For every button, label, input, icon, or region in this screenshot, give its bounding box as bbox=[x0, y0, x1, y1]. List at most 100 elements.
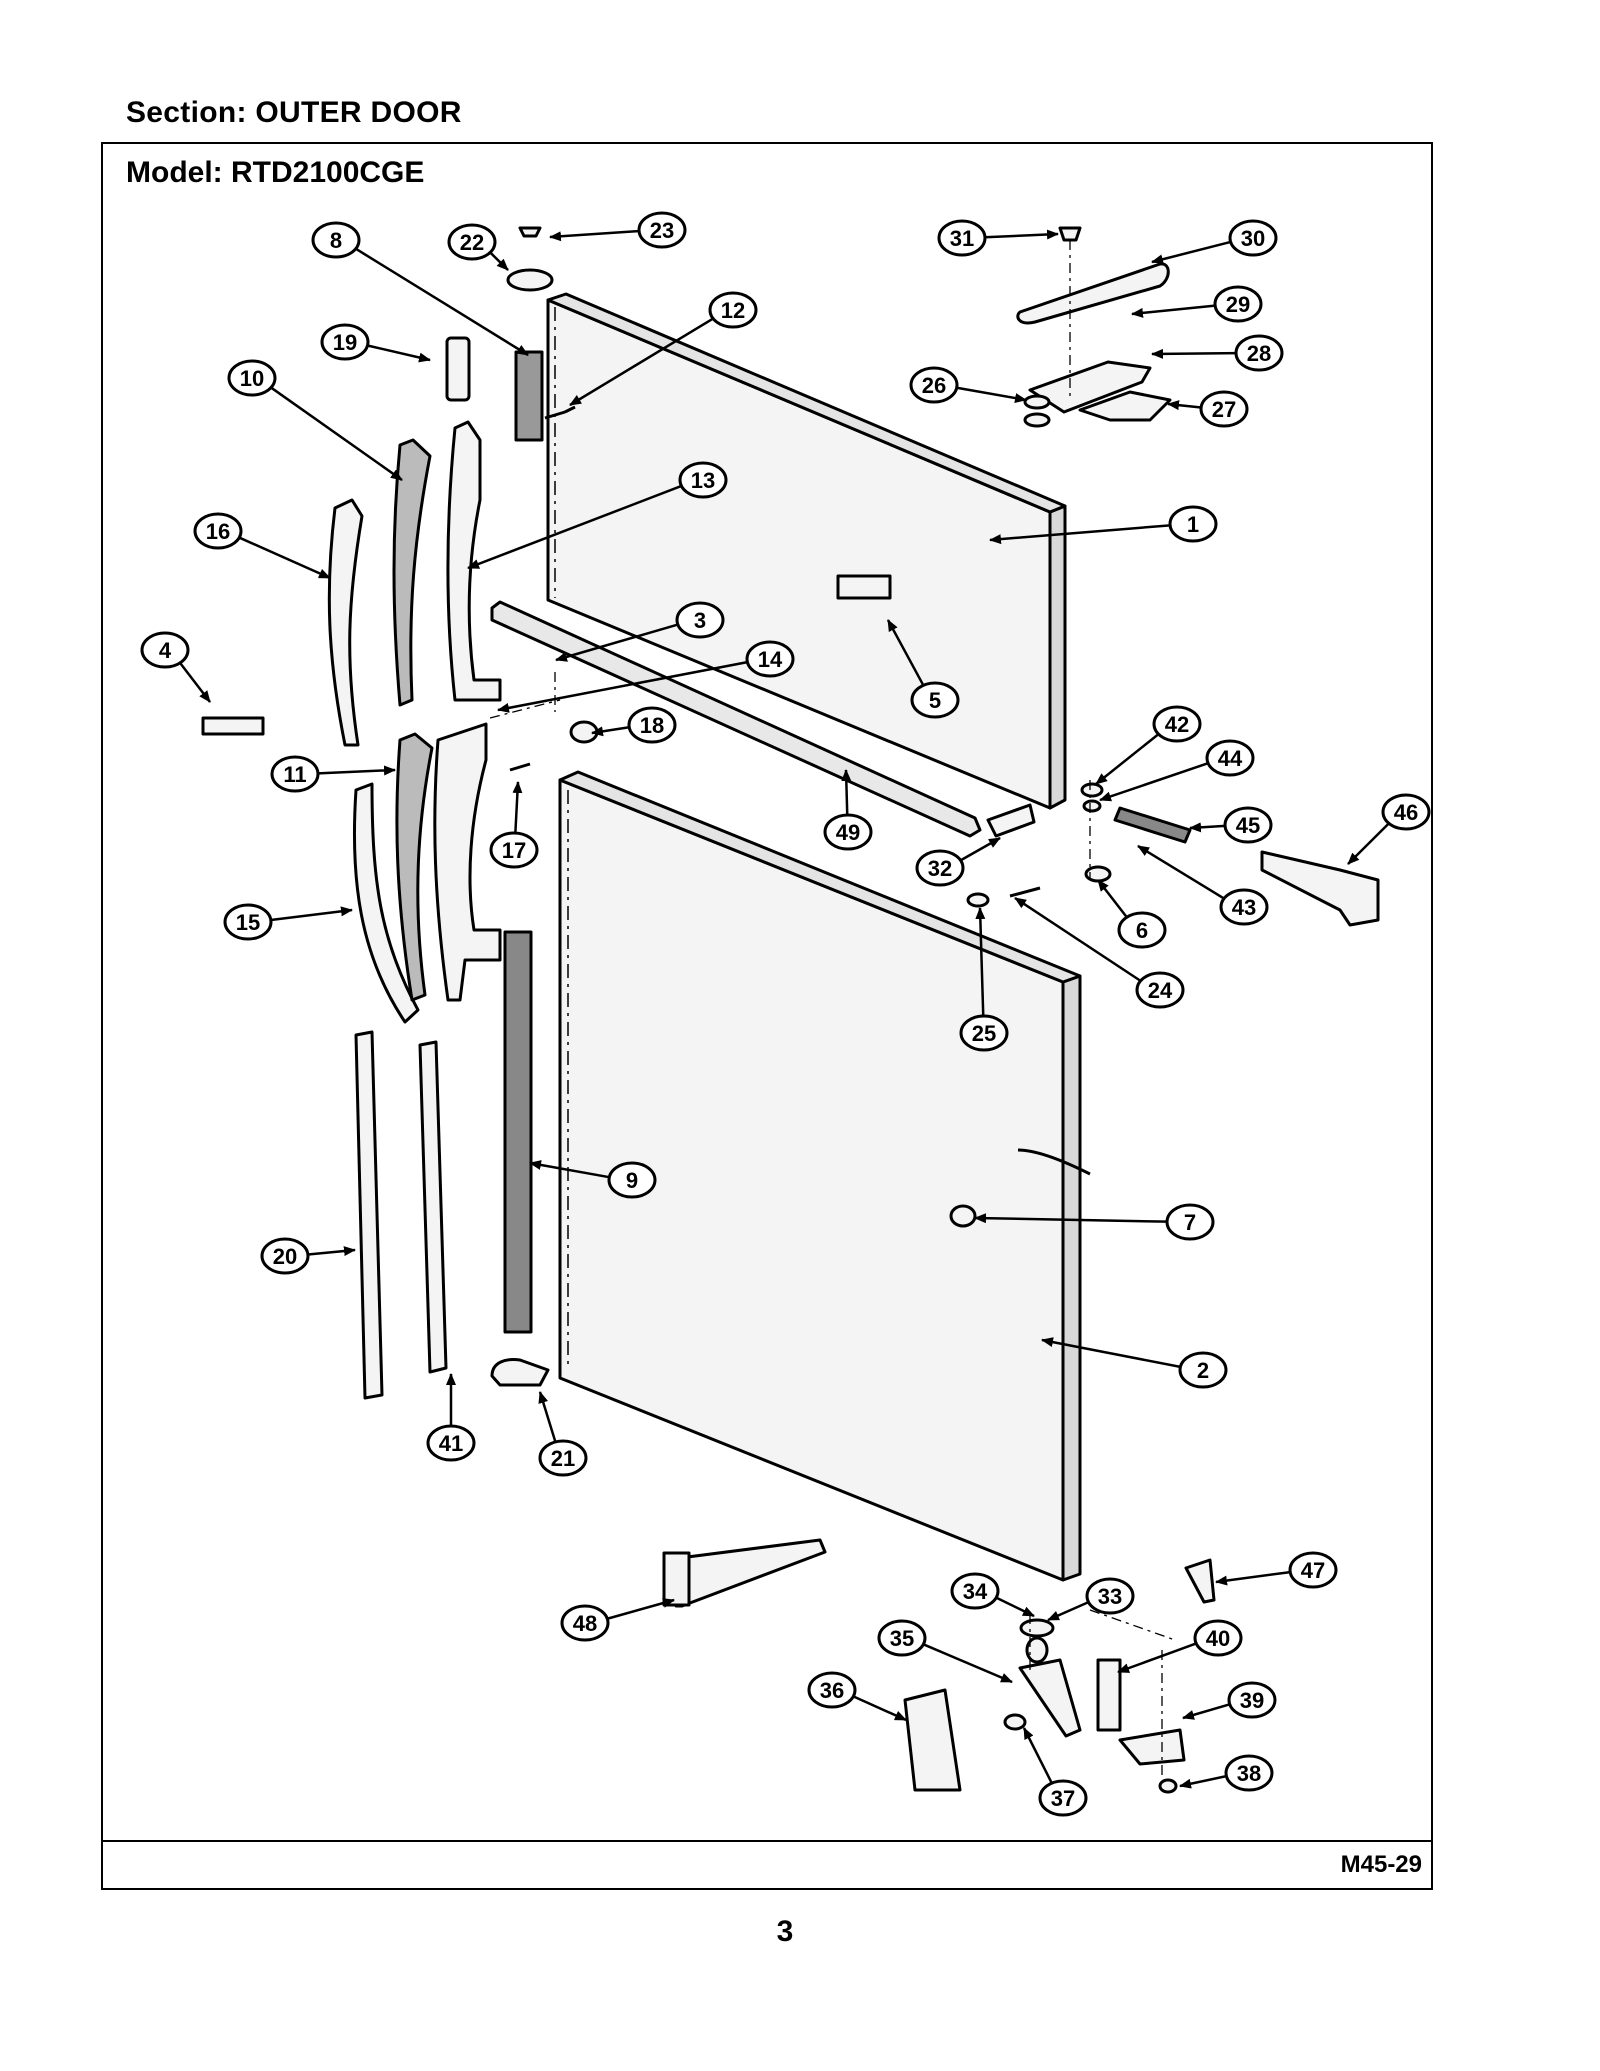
model-title: Model: RTD2100CGE bbox=[126, 156, 425, 189]
callout-leader-21 bbox=[538, 1391, 557, 1443]
callout-label-12: 12 bbox=[721, 298, 745, 323]
callout-bubble-30 bbox=[1228, 219, 1278, 257]
callout-bubble-34 bbox=[950, 1572, 1000, 1610]
callout-label-21: 21 bbox=[551, 1446, 575, 1471]
callout-12: 12 bbox=[569, 291, 758, 407]
callout-label-43: 43 bbox=[1232, 895, 1256, 920]
callout-25: 25 bbox=[959, 907, 1009, 1052]
section-title: Section: OUTER DOOR bbox=[126, 96, 462, 129]
callout-leader-35 bbox=[922, 1643, 1013, 1684]
page-number: 3 bbox=[776, 1915, 794, 1948]
callout-bubble-39 bbox=[1227, 1681, 1277, 1719]
callout-bubble-41 bbox=[426, 1424, 476, 1462]
callout-17: 17 bbox=[489, 781, 539, 869]
callout-bubble-23 bbox=[637, 211, 687, 249]
callout-bubble-12 bbox=[708, 291, 758, 329]
callout-28: 28 bbox=[1151, 334, 1284, 372]
callout-bubble-40 bbox=[1193, 1619, 1243, 1657]
part-upper-door-panel bbox=[546, 292, 1067, 810]
callout-bubble-4 bbox=[140, 631, 190, 669]
callout-label-23: 23 bbox=[650, 218, 674, 243]
part-upper-handle-strip bbox=[327, 498, 364, 747]
callout-leader-7 bbox=[974, 1213, 1168, 1224]
callout-leader-4 bbox=[179, 662, 211, 703]
callout-leader-11 bbox=[317, 765, 396, 776]
callout-11: 11 bbox=[270, 755, 396, 793]
callout-leader-15 bbox=[270, 906, 353, 922]
callout-5: 5 bbox=[886, 619, 960, 719]
callout-31: 31 bbox=[937, 219, 1059, 257]
callout-label-26: 26 bbox=[922, 373, 946, 398]
part-long-strip-20 bbox=[354, 1030, 384, 1400]
callout-bubble-31 bbox=[937, 219, 987, 257]
callout-leader-3 bbox=[555, 623, 679, 662]
callout-bubble-8 bbox=[311, 221, 361, 259]
callout-bubble-38 bbox=[1224, 1754, 1274, 1792]
callout-48: 48 bbox=[560, 1598, 675, 1642]
callout-18: 18 bbox=[591, 706, 677, 744]
callout-bubble-44 bbox=[1205, 739, 1255, 777]
callout-label-31: 31 bbox=[950, 226, 974, 251]
callout-label-14: 14 bbox=[758, 647, 783, 672]
callout-33: 33 bbox=[1047, 1577, 1135, 1622]
callout-label-38: 38 bbox=[1237, 1761, 1261, 1786]
part-upper-hinge-assembly bbox=[1016, 226, 1172, 428]
callout-leader-33 bbox=[1047, 1600, 1090, 1622]
footer-divider bbox=[101, 1840, 1433, 1842]
callout-19: 19 bbox=[320, 323, 431, 363]
callout-leader-36 bbox=[852, 1695, 907, 1722]
callout-leader-49 bbox=[841, 769, 852, 816]
callout-label-19: 19 bbox=[333, 330, 357, 355]
callout-7: 7 bbox=[974, 1203, 1215, 1241]
callout-label-1: 1 bbox=[1187, 512, 1199, 537]
callout-leader-34 bbox=[995, 1596, 1035, 1618]
callout-bubble-45 bbox=[1223, 806, 1273, 844]
callout-label-34: 34 bbox=[963, 1579, 988, 1604]
callout-label-30: 30 bbox=[1241, 226, 1265, 251]
callout-label-16: 16 bbox=[206, 519, 230, 544]
callout-35: 35 bbox=[877, 1619, 1013, 1684]
callout-leader-2 bbox=[1041, 1337, 1181, 1369]
callout-leader-25 bbox=[975, 907, 986, 1017]
callout-leader-14 bbox=[497, 660, 748, 713]
callout-10: 10 bbox=[227, 359, 403, 482]
callout-label-15: 15 bbox=[236, 910, 260, 935]
callout-4: 4 bbox=[140, 631, 211, 703]
callout-leader-6 bbox=[1097, 879, 1128, 919]
callout-44: 44 bbox=[1099, 739, 1255, 802]
callout-9: 9 bbox=[529, 1160, 657, 1199]
callout-leader-9 bbox=[529, 1160, 610, 1179]
callout-label-20: 20 bbox=[273, 1244, 297, 1269]
callout-label-5: 5 bbox=[929, 688, 941, 713]
callout-40: 40 bbox=[1117, 1619, 1243, 1674]
callout-label-27: 27 bbox=[1212, 397, 1236, 422]
callout-43: 43 bbox=[1137, 844, 1269, 926]
callout-label-3: 3 bbox=[694, 608, 706, 633]
callout-leader-24 bbox=[1014, 896, 1142, 982]
callout-bubble-25 bbox=[959, 1014, 1009, 1052]
callout-leader-16 bbox=[238, 536, 331, 580]
callout-leader-5 bbox=[886, 619, 925, 686]
callout-label-49: 49 bbox=[836, 820, 860, 845]
callout-bubble-18 bbox=[627, 706, 677, 744]
callout-bubble-13 bbox=[678, 461, 728, 499]
callout-2: 2 bbox=[1041, 1337, 1228, 1389]
callout-bubble-24 bbox=[1135, 971, 1185, 1009]
callout-bubble-20 bbox=[260, 1237, 310, 1275]
callout-bubble-46 bbox=[1381, 793, 1431, 831]
part-upper-handle-trim bbox=[392, 438, 432, 707]
callout-leader-19 bbox=[367, 344, 431, 363]
callout-bubble-3 bbox=[675, 601, 725, 639]
callout-label-18: 18 bbox=[640, 713, 664, 738]
callout-label-46: 46 bbox=[1394, 800, 1418, 825]
callout-label-35: 35 bbox=[890, 1626, 914, 1651]
callout-24: 24 bbox=[1014, 896, 1185, 1009]
callout-leader-31 bbox=[984, 229, 1059, 240]
callout-bubble-6 bbox=[1117, 911, 1167, 949]
callout-bubble-2 bbox=[1178, 1351, 1228, 1389]
callout-leader-48 bbox=[606, 1598, 675, 1620]
callout-14: 14 bbox=[497, 640, 795, 713]
part-lower-channel bbox=[503, 930, 533, 1334]
callout-20: 20 bbox=[260, 1237, 356, 1275]
